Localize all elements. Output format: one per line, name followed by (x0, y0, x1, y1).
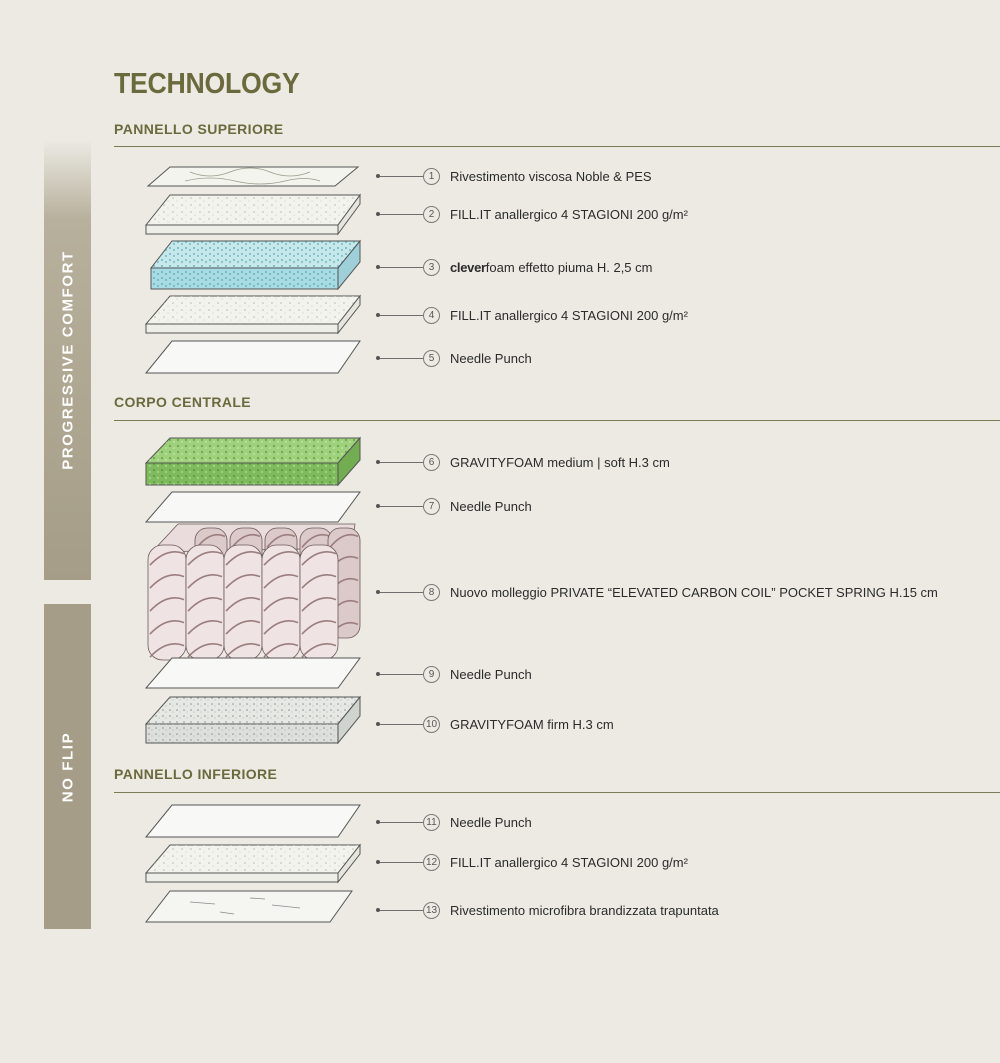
leader-line (376, 820, 423, 824)
callout-number: 12 (423, 853, 440, 871)
callout-row: 3 cleverfoam effetto piuma H. 2,5 cm (376, 256, 652, 278)
callout-row: 13 Rivestimento microfibra brandizzata t… (376, 899, 719, 921)
callout-label: Rivestimento microfibra brandizzata trap… (450, 902, 719, 918)
page-title: TECHNOLOGY (114, 68, 300, 100)
pocket-spring (261, 544, 301, 661)
layer-11-needle-punch (144, 804, 361, 838)
callout-text: effetto piuma H. 2,5 cm (514, 259, 653, 275)
callout-label: FILL.IT anallergico 4 STAGIONI 200 g/m² (450, 307, 688, 323)
callout-row: 6 GRAVITYFOAM medium | soft H.3 cm (376, 451, 670, 473)
sidebar-no-flip: NO FLIP (44, 604, 91, 929)
layer-5-needle-punch (144, 340, 361, 374)
callout-number: 7 (423, 497, 440, 515)
callout-row: 1 Rivestimento viscosa Noble & PES (376, 165, 652, 187)
section-heading-middle: CORPO CENTRALE (114, 394, 252, 410)
callout-row: 9 Needle Punch (376, 663, 532, 685)
pocket-spring (299, 544, 339, 661)
layer-6-gravityfoam-soft (144, 436, 362, 487)
divider (114, 792, 1000, 793)
leader-line (376, 356, 423, 360)
callout-label: Needle Punch (450, 350, 532, 366)
divider (114, 146, 1000, 147)
leader-line (376, 174, 423, 178)
callout-label: Nuovo molleggio PRIVATE “ELEVATED CARBON… (450, 584, 938, 600)
callout-number: 6 (423, 453, 440, 471)
leader-line (376, 504, 423, 508)
pocket-spring (223, 544, 263, 661)
leader-line (376, 908, 423, 912)
leader-line (376, 460, 423, 464)
callout-label: Needle Punch (450, 666, 532, 682)
pocket-spring (147, 544, 187, 661)
callout-row: 5 Needle Punch (376, 347, 532, 369)
layer-12-fillit (144, 843, 362, 884)
callout-number: 11 (423, 813, 440, 831)
leader-line (376, 313, 423, 317)
callout-number: 3 (423, 258, 440, 276)
callout-number: 2 (423, 205, 440, 223)
callout-row: 11 Needle Punch (376, 811, 532, 833)
layer-7-needle-punch (144, 491, 361, 523)
callout-label: Needle Punch (450, 814, 532, 830)
layer-3-cleverfoam (149, 239, 362, 291)
layer-10-gravityfoam-firm (144, 695, 362, 745)
layer-8-pocket-springs (147, 523, 361, 661)
callout-number: 1 (423, 167, 440, 185)
callout-number: 4 (423, 306, 440, 324)
layer-2-fillit (144, 193, 361, 236)
leader-line (376, 265, 423, 269)
section-heading-top: PANNELLO SUPERIORE (114, 121, 284, 137)
callout-label: FILL.IT anallergico 4 STAGIONI 200 g/m² (450, 206, 688, 222)
cleverfoam-logo-rest: foam (485, 259, 515, 275)
sidebar-progressive-comfort: PROGRESSIVE COMFORT (44, 140, 91, 580)
callout-number: 5 (423, 349, 440, 367)
section-heading-bottom: PANNELLO INFERIORE (114, 766, 278, 782)
leader-line (376, 672, 423, 676)
layer-1-cover (146, 166, 360, 187)
callout-row: 2 FILL.IT anallergico 4 STAGIONI 200 g/m… (376, 203, 688, 225)
callout-number: 8 (423, 583, 440, 601)
leader-line (376, 590, 423, 594)
callout-row: 8 Nuovo molleggio PRIVATE “ELEVATED CARB… (376, 581, 938, 603)
callout-row: 4 FILL.IT anallergico 4 STAGIONI 200 g/m… (376, 304, 688, 326)
callout-label: GRAVITYFOAM medium | soft H.3 cm (450, 454, 670, 470)
cleverfoam-logo-bold: clever (450, 259, 486, 275)
callout-row: 12 FILL.IT anallergico 4 STAGIONI 200 g/… (376, 851, 688, 873)
leader-line (376, 212, 423, 216)
pocket-spring (185, 544, 225, 661)
layer-9-needle-punch (144, 657, 361, 689)
callout-number: 9 (423, 665, 440, 683)
callout-number: 13 (423, 901, 440, 919)
callout-label: cleverfoam effetto piuma H. 2,5 cm (450, 260, 652, 275)
divider (114, 420, 1000, 421)
callout-row: 10 GRAVITYFOAM firm H.3 cm (376, 713, 614, 735)
callout-label: FILL.IT anallergico 4 STAGIONI 200 g/m² (450, 854, 688, 870)
callout-number: 10 (423, 715, 440, 733)
callout-label: GRAVITYFOAM firm H.3 cm (450, 716, 614, 732)
callout-label: Needle Punch (450, 498, 532, 514)
springs-front-row (147, 544, 339, 661)
leader-line (376, 860, 423, 864)
layer-13-microfibre-cover (144, 890, 353, 923)
callout-row: 7 Needle Punch (376, 495, 532, 517)
callout-label: Rivestimento viscosa Noble & PES (450, 168, 652, 184)
leader-line (376, 722, 423, 726)
layer-4-fillit (144, 294, 362, 335)
